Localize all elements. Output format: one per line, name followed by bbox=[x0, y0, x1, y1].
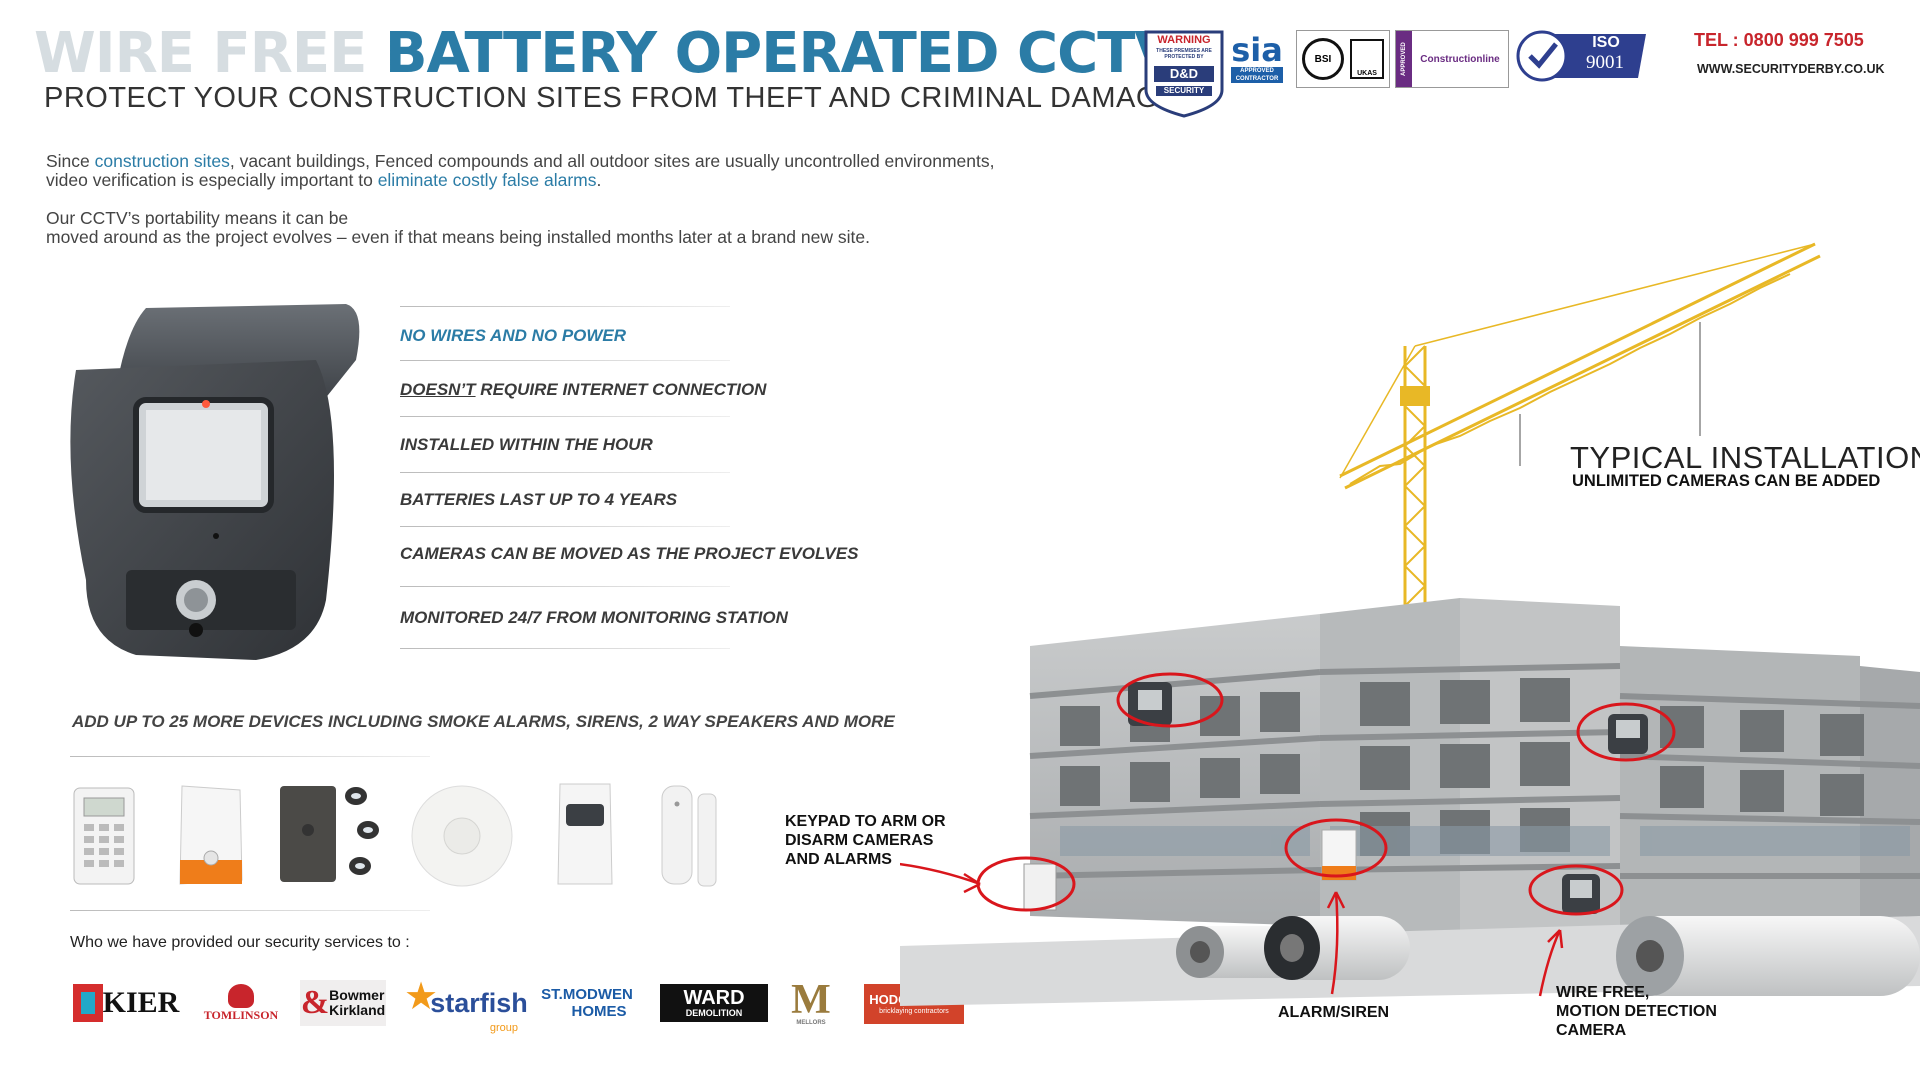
keypad-device-icon bbox=[73, 787, 135, 885]
client-logo-st-modwen: ST.MODWEN HOMES bbox=[541, 986, 633, 1020]
client-logo-starfish: ★ starfish group bbox=[404, 976, 528, 1034]
divider bbox=[70, 910, 430, 911]
divider bbox=[400, 526, 730, 527]
construction-site-illustration bbox=[879, 226, 1920, 1080]
camera-marker-1 bbox=[1116, 672, 1224, 728]
feature-movable: CAMERAS CAN BE MOVED AS THE PROJECT EVOL… bbox=[400, 544, 859, 563]
client-logo-tomlinson: TOMLINSON bbox=[198, 980, 284, 1026]
typical-installation-title: TYPICAL INSTALLATION bbox=[1570, 440, 1920, 475]
feature-batteries: BATTERIES LAST UP TO 4 YEARS bbox=[400, 490, 678, 509]
title-part-blue: BATTERY OPERATED CCTV. bbox=[384, 21, 1191, 86]
client-logo-kier: KIER bbox=[70, 980, 182, 1026]
divider bbox=[400, 360, 730, 361]
client-logo-mellors: M MELLORS bbox=[791, 977, 831, 1026]
camera-marker-3 bbox=[1528, 864, 1624, 916]
website-link[interactable]: WWW.SECURITYDERBY.CO.UK bbox=[1697, 62, 1885, 76]
siren-marker bbox=[1284, 818, 1388, 881]
feature-monitored: MONITORED 24/7 FROM MONITORING STATION bbox=[400, 608, 788, 627]
divider bbox=[70, 756, 430, 757]
divider bbox=[400, 416, 730, 417]
intro-line-1: Since construction sites, vacant buildin… bbox=[46, 151, 995, 171]
keypad-marker bbox=[976, 856, 1076, 912]
devices-row bbox=[70, 780, 750, 890]
construction-sites-link[interactable]: construction sites bbox=[94, 151, 230, 171]
divider bbox=[400, 306, 730, 307]
intro-line-4: moved around as the project evolves – ev… bbox=[46, 227, 870, 247]
motion-camera-product-image bbox=[56, 300, 376, 670]
iso-9001-badge: ISO 9001 bbox=[1516, 30, 1650, 82]
smoke-detector-icon bbox=[411, 785, 513, 887]
feature-installed-hour: INSTALLED WITHIN THE HOUR bbox=[400, 435, 653, 454]
phone-number[interactable]: TEL : 0800 999 7505 bbox=[1694, 30, 1864, 50]
tower-crane-icon bbox=[1339, 242, 1821, 607]
divider bbox=[400, 648, 730, 649]
pir-sensor-icon bbox=[557, 783, 613, 885]
camera-marker-2 bbox=[1576, 702, 1676, 762]
feature-no-internet: DOESN’T REQUIRE INTERNET CONNECTION bbox=[400, 380, 767, 399]
constructionline-approved-badge: APPROVED Constructionline bbox=[1395, 30, 1509, 88]
siren-device-icon bbox=[179, 785, 243, 885]
divider bbox=[400, 586, 730, 587]
unlimited-cameras-note: UNLIMITED CAMERAS CAN BE ADDED bbox=[1572, 472, 1881, 490]
intro-line-3: Our CCTV’s portability means it can be bbox=[46, 208, 349, 228]
clients-heading: Who we have provided our security servic… bbox=[70, 934, 410, 951]
sia-approved-badge: sia APPROVED CONTRACTOR bbox=[1230, 30, 1284, 86]
blueprint-rolls-icon bbox=[1176, 916, 1920, 996]
false-alarms-link[interactable]: eliminate costly false alarms bbox=[377, 170, 597, 190]
client-logo-ward-demolition: WARD DEMOLITION bbox=[660, 984, 768, 1022]
intro-line-2: video verification is especially importa… bbox=[46, 170, 602, 190]
title-part-grey: WIRE FREE bbox=[34, 21, 385, 86]
siren-label: ALARM/SIREN bbox=[1278, 1004, 1390, 1021]
feature-no-wires: NO WIRES AND NO POWER bbox=[400, 326, 627, 345]
door-contact-icon bbox=[661, 785, 717, 887]
proximity-reader-icon bbox=[280, 786, 379, 882]
dd-security-warning-badge: WARNING THESE PREMISES ARE PROTECTED BY … bbox=[1144, 30, 1224, 118]
devices-heading: ADD UP TO 25 MORE DEVICES INCLUDING SMOK… bbox=[72, 712, 895, 731]
bsi-ukas-badge: BSI UKAS bbox=[1296, 30, 1390, 88]
page-subtitle: PROTECT YOUR CONSTRUCTION SITES FROM THE… bbox=[44, 82, 1179, 114]
divider bbox=[400, 472, 730, 473]
page-title: WIRE FREE BATTERY OPERATED CCTV. bbox=[34, 21, 1191, 86]
